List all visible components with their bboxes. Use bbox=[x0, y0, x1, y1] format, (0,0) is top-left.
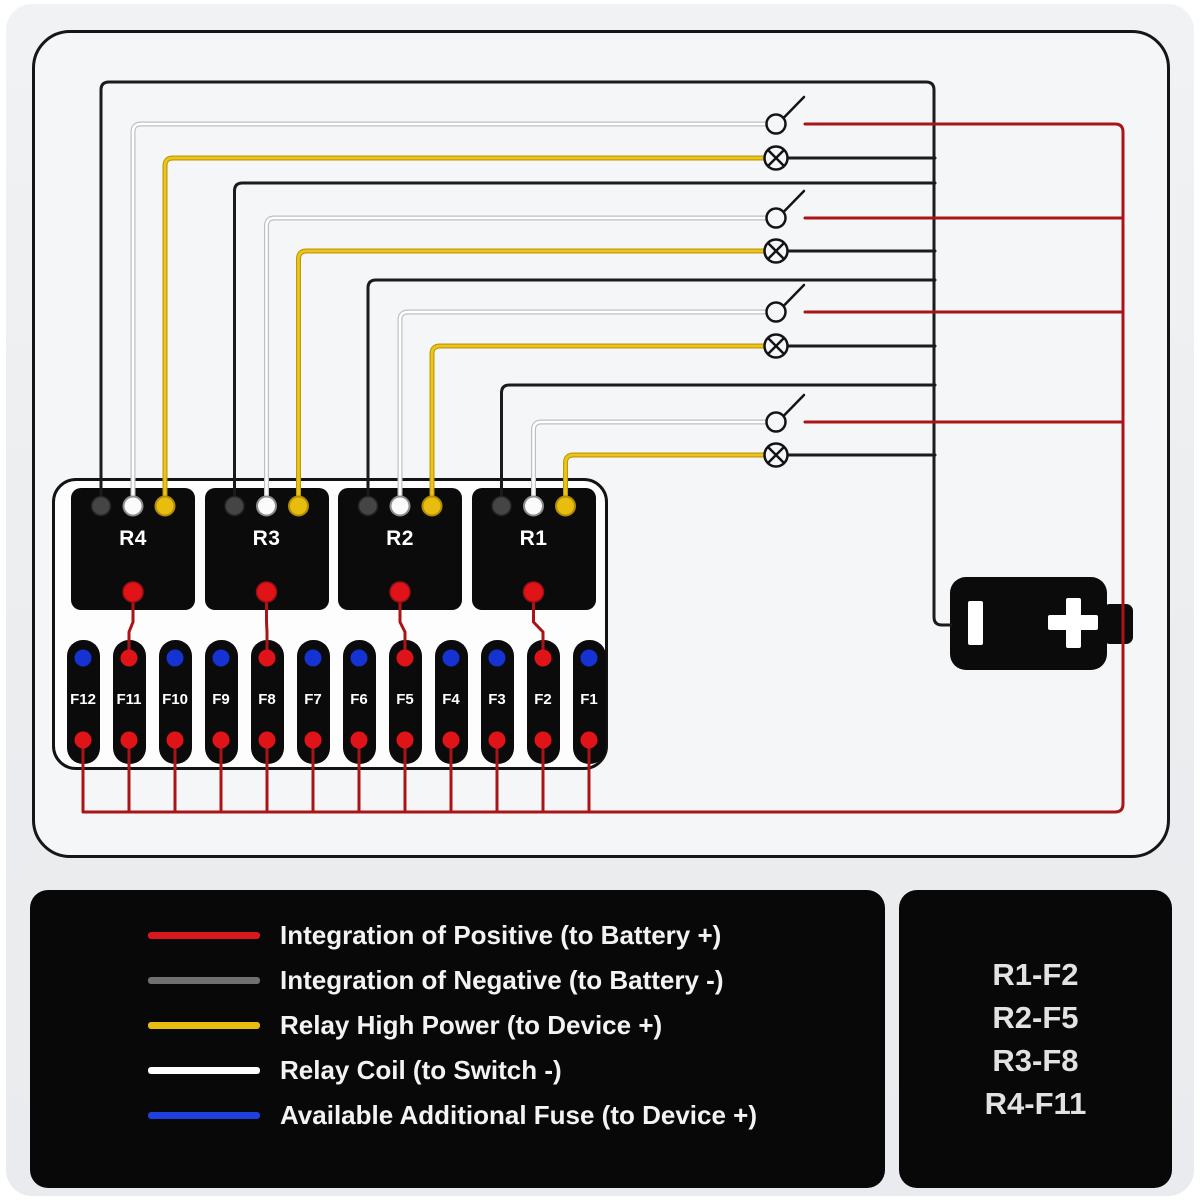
legend-label: Integration of Negative (to Battery -) bbox=[280, 965, 724, 995]
legend: Integration of Positive (to Battery +) I… bbox=[30, 890, 885, 1188]
battery-plus-icon bbox=[1066, 598, 1081, 648]
relay-label: R1 bbox=[519, 527, 548, 550]
fuse-box-f3: F3 bbox=[480, 640, 514, 764]
legend-label: Relay High Power (to Device +) bbox=[280, 1010, 663, 1040]
fuse-box-f7: F7 bbox=[296, 640, 330, 764]
legend-label: Relay Coil (to Switch -) bbox=[280, 1055, 562, 1085]
fuse-label: F5 bbox=[396, 691, 414, 708]
relay-fuse-key: R1-F2 R2-F5 R3-F8 R4-F11 bbox=[899, 890, 1172, 1188]
fuse-box-f5: F5 bbox=[388, 640, 422, 764]
relay-label: R4 bbox=[119, 527, 147, 550]
fuse-label: F3 bbox=[488, 691, 506, 708]
fuse-label: F8 bbox=[258, 691, 276, 708]
fuse-label: F12 bbox=[70, 691, 96, 708]
legend-row-negative: Integration of Negative (to Battery -) bbox=[30, 960, 885, 1000]
fuse-label: F11 bbox=[116, 691, 142, 708]
relay-label: R2 bbox=[386, 527, 414, 550]
battery-minus-icon bbox=[968, 601, 983, 645]
legend-label: Integration of Positive (to Battery +) bbox=[280, 920, 722, 950]
high-power-wire-swatch bbox=[148, 1022, 260, 1029]
legend-label: Available Additional Fuse (to Device +) bbox=[280, 1100, 758, 1130]
key-line-r2: R2-F5 bbox=[992, 1000, 1079, 1035]
battery-positive-terminal bbox=[1103, 604, 1133, 644]
fuse-box-f4: F4 bbox=[434, 640, 468, 764]
fuse-box-f8: F8 bbox=[250, 640, 284, 764]
fuse-label: F6 bbox=[350, 691, 368, 708]
key-line-r4: R4-F11 bbox=[984, 1086, 1087, 1121]
relay-box-r3: R3 bbox=[204, 488, 329, 610]
fuse-box-f9: F9 bbox=[204, 640, 238, 764]
positive-wire-swatch bbox=[148, 932, 260, 939]
fuse-box-f12: F12 bbox=[66, 640, 100, 764]
fuse-box-f1: F1 bbox=[572, 640, 606, 764]
relay-box-r2: R2 bbox=[338, 488, 462, 610]
fuse-box-f10: F10 bbox=[158, 640, 192, 764]
negative-wire-swatch bbox=[148, 977, 260, 984]
legend-row-coil: Relay Coil (to Switch -) bbox=[30, 1050, 885, 1090]
fuse-box-f11: F11 bbox=[112, 640, 146, 764]
fuse-box-f2: F2 bbox=[526, 640, 560, 764]
coil-wire-swatch bbox=[148, 1067, 260, 1074]
fuse-label: F9 bbox=[212, 691, 230, 708]
relay-box-r4: R4 bbox=[71, 488, 195, 610]
fuse-label: F1 bbox=[580, 691, 598, 708]
relay-label: R3 bbox=[252, 527, 281, 550]
fuse-label: F4 bbox=[442, 691, 460, 708]
legend-row-positive: Integration of Positive (to Battery +) bbox=[30, 915, 885, 955]
key-line-r1: R1-F2 bbox=[992, 957, 1079, 992]
legend-row-additional-fuse: Available Additional Fuse (to Device +) bbox=[30, 1095, 885, 1135]
fuse-label: F7 bbox=[304, 691, 322, 708]
fuse-label: F2 bbox=[534, 691, 552, 708]
key-line-r3: R3-F8 bbox=[992, 1043, 1079, 1078]
legend-row-high-power: Relay High Power (to Device +) bbox=[30, 1005, 885, 1045]
relay-box-r1: R1 bbox=[471, 488, 596, 610]
fuse-label: F10 bbox=[162, 691, 188, 708]
fuse-box-f6: F6 bbox=[342, 640, 376, 764]
additional-fuse-wire-swatch bbox=[148, 1112, 260, 1119]
